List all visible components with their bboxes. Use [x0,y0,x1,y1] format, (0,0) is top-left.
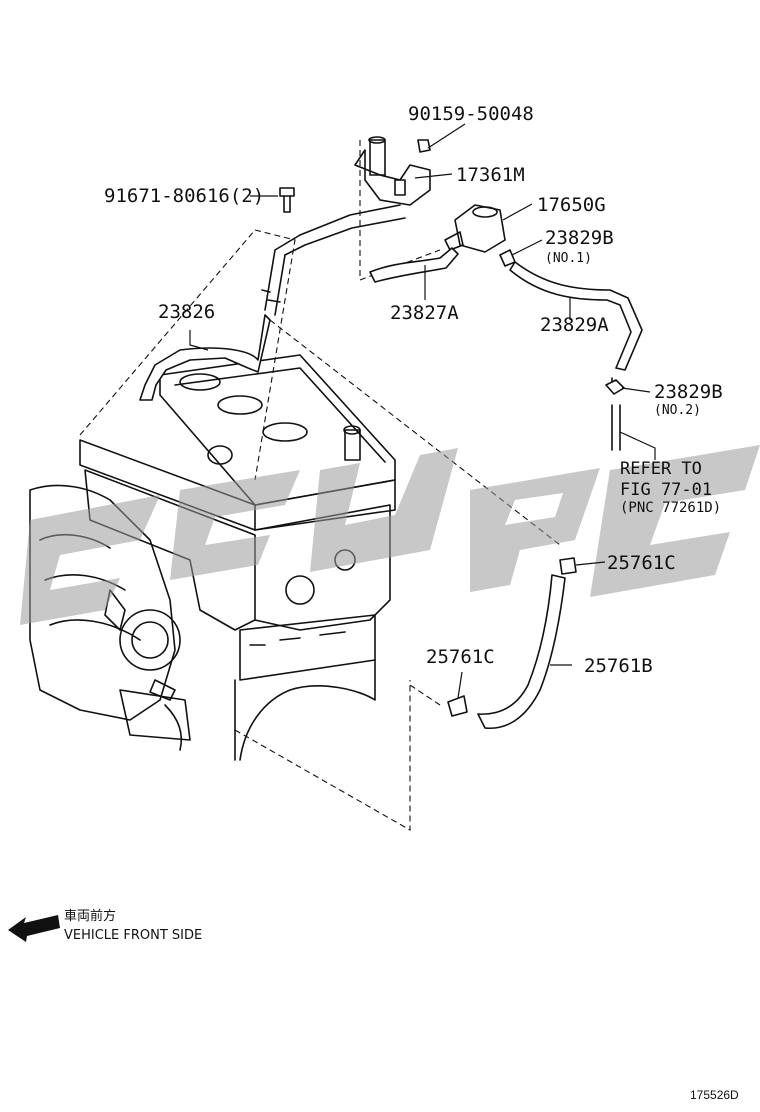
watermark [20,445,760,625]
engine-assembly [29,354,396,761]
part-label-25761c-upper: 25761C [607,552,676,574]
figure-id: 175526D [690,1088,739,1102]
hoses [139,247,643,730]
part-note-no2: (NO.2) [654,403,701,418]
part-label-91671-80616: 91671-80616(2) [104,185,264,207]
part-label-23827a: 23827A [390,302,459,324]
reference-line-3: (PNC 77261D) [620,500,721,516]
part-label-23829b-no1: 23829B [545,227,614,249]
vacuum-pipe-assembly [261,136,625,395]
leader-lines [189,123,656,699]
part-label-25761c-lower: 25761C [426,646,495,668]
front-arrow-icon [8,915,60,942]
part-label-25761b: 25761B [584,655,653,677]
part-label-17650g: 17650G [537,194,606,216]
reference-line-2: FIG 77-01 [620,480,712,500]
vehicle-front-indicator: 車両前方 VEHICLE FRONT SIDE [8,908,202,943]
part-label-90159-50048: 90159-50048 [408,103,534,125]
front-note-english: VEHICLE FRONT SIDE [64,928,202,943]
part-labels: 90159-50048 17361M 91671-80616(2) 17650G… [104,103,723,677]
part-label-23829a: 23829A [540,314,609,336]
part-label-23826: 23826 [158,301,215,323]
part-note-no1: (NO.1) [545,251,592,266]
reference-line-1: REFER TO [620,459,702,479]
figure-reference: REFER TO FIG 77-01 (PNC 77261D) [620,459,721,516]
part-label-17361m: 17361M [456,164,525,186]
part-label-23829b-no2: 23829B [654,381,723,403]
front-note-japanese: 車両前方 [64,908,116,924]
